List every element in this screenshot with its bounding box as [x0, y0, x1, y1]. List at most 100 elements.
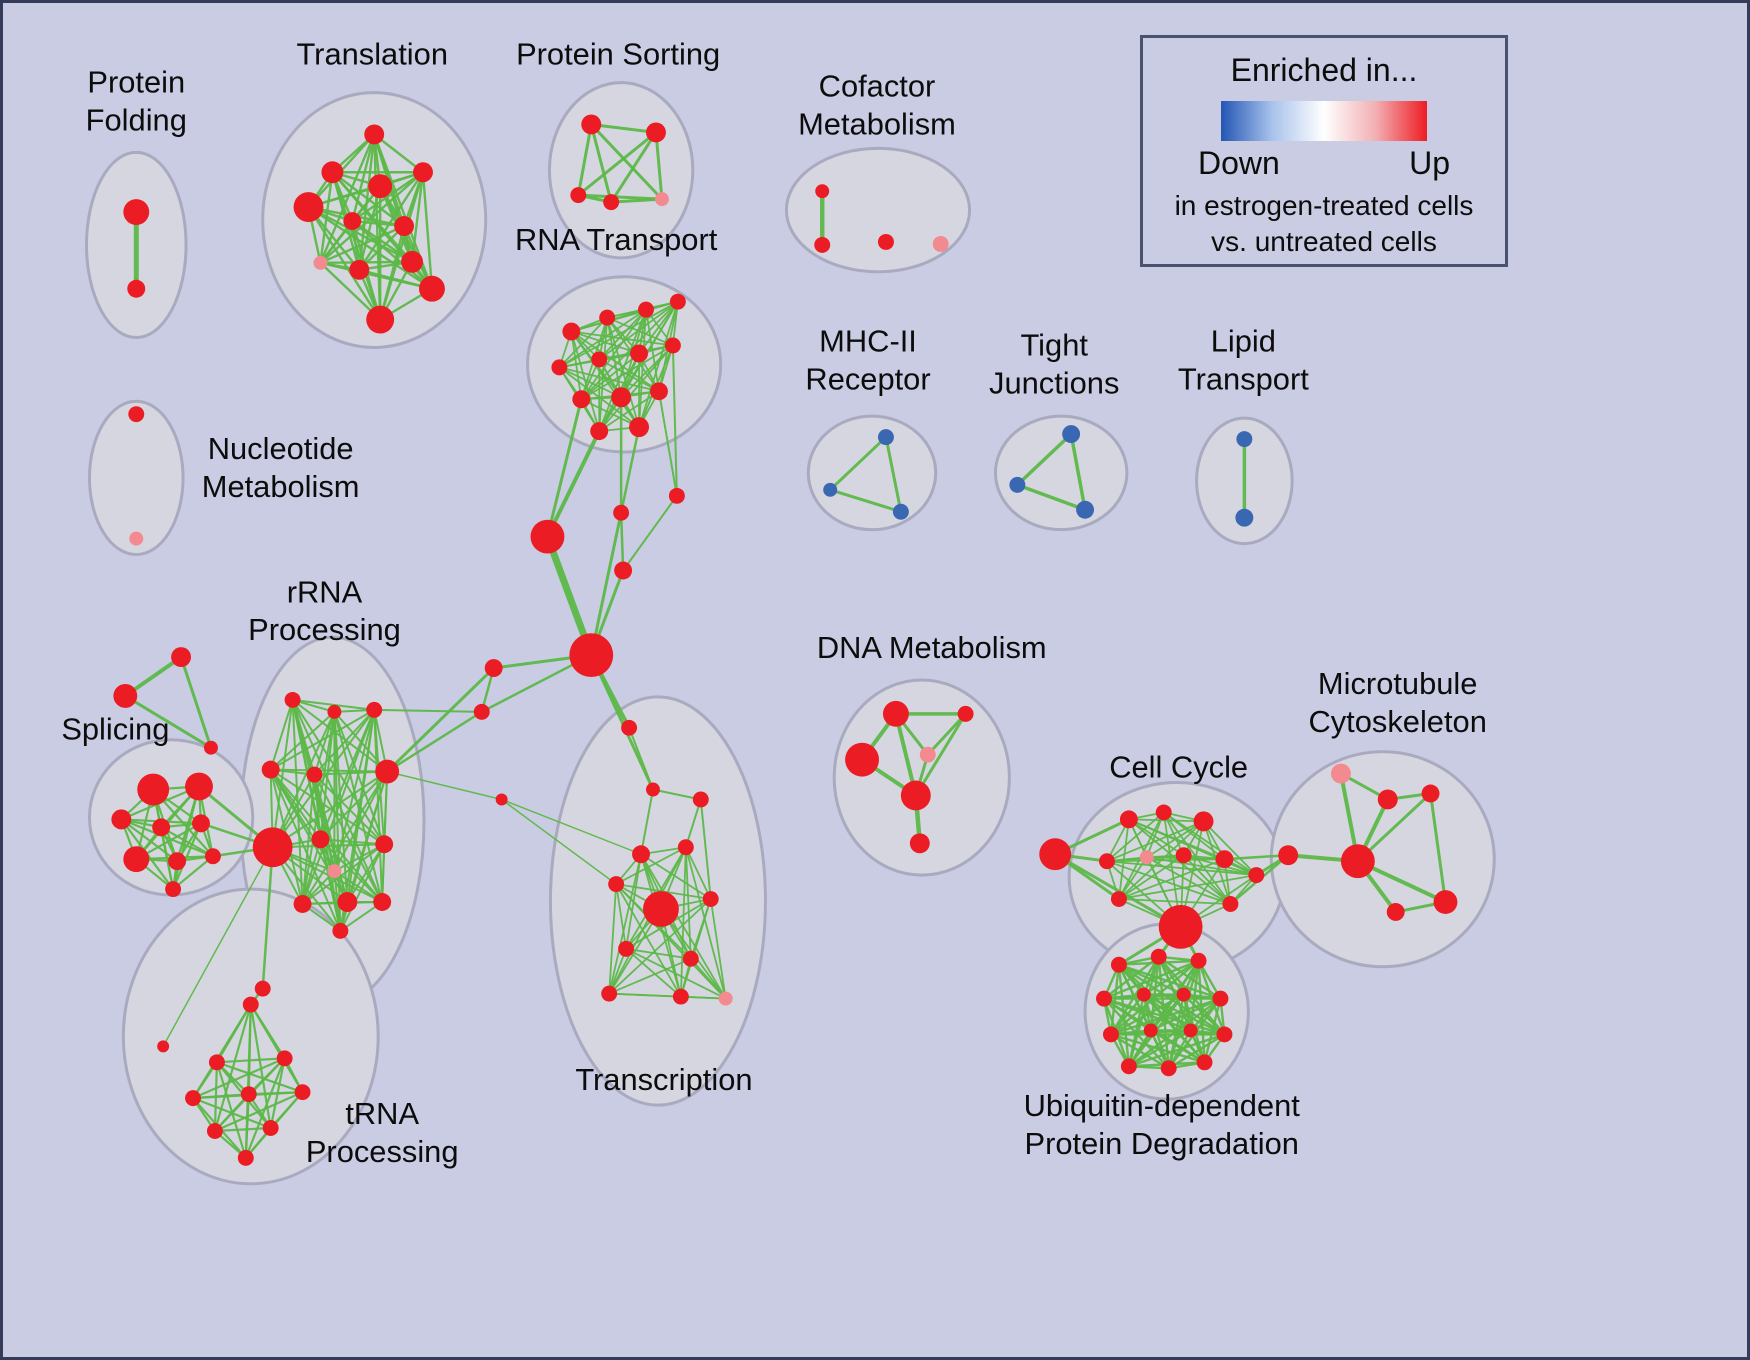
- network-edge: [1127, 818, 1185, 857]
- gene-set-node-rr1: [284, 691, 301, 708]
- gene-set-node-tr8: [206, 1123, 223, 1139]
- network-edge: [828, 488, 903, 514]
- network-edge: [301, 770, 389, 906]
- cluster-label-tight-junctions: Junctions: [989, 365, 1119, 400]
- gene-set-node-pf1: [123, 199, 150, 226]
- gene-set-node-u9: [1143, 1023, 1158, 1038]
- network-edge: [884, 435, 903, 514]
- gene-set-node-rt7: [630, 344, 649, 363]
- gene-set-node-tc11: [601, 985, 618, 1002]
- network-edge: [638, 300, 679, 355]
- gene-set-node-cm3: [877, 233, 894, 250]
- gene-set-node-rt4: [669, 293, 686, 310]
- network-edge: [269, 708, 376, 771]
- gene-set-node-t4: [368, 174, 393, 199]
- cluster-label-trna-processing: tRNA: [345, 1096, 419, 1131]
- gene-set-node-t6: [343, 212, 362, 230]
- network-edge: [319, 838, 342, 932]
- gene-set-node-mh2: [823, 482, 838, 497]
- gene-set-node-pf2: [127, 279, 146, 298]
- gene-set-node-t9: [349, 259, 370, 280]
- network-edge: [301, 773, 316, 906]
- cluster-label-ubiquitin-degradation: Protein Degradation: [1024, 1126, 1298, 1161]
- network-edge: [313, 773, 342, 932]
- cluster-label-protein-folding: Folding: [86, 102, 187, 137]
- network-edge: [358, 171, 425, 272]
- gene-set-node-dm5: [900, 780, 931, 811]
- network-edge: [319, 770, 389, 841]
- network-edge: [307, 205, 434, 290]
- legend-title: Enriched in...: [1230, 52, 1418, 88]
- network-edge: [385, 710, 483, 773]
- network-edge: [608, 957, 692, 995]
- legend-down-label: Down: [1198, 145, 1280, 181]
- gene-set-node-tr4: [276, 1050, 293, 1067]
- network-edge: [213, 1126, 272, 1133]
- network-edge: [628, 726, 654, 791]
- gene-set-node-mc6: [1386, 903, 1405, 921]
- network-edge: [598, 344, 674, 432]
- network-edge: [500, 798, 617, 885]
- gene-set-node-rr7: [252, 827, 293, 868]
- gene-set-node-c1: [530, 519, 565, 554]
- gene-set-node-u14: [1196, 1054, 1213, 1071]
- network-edge: [301, 838, 322, 906]
- network-edge: [269, 710, 336, 771]
- network-edge: [545, 429, 602, 539]
- network-edge: [313, 773, 384, 904]
- network-edge: [215, 1061, 247, 1159]
- gene-set-node-tr10: [237, 1149, 254, 1166]
- gene-set-node-rt1: [562, 322, 581, 341]
- gene-set-node-u10: [1183, 1023, 1198, 1038]
- network-edge: [570, 330, 583, 401]
- network-edge: [1149, 1029, 1206, 1064]
- network-edge: [244, 1093, 250, 1159]
- gene-set-node-sp5: [192, 814, 210, 833]
- gene-set-node-cc8: [1215, 850, 1234, 869]
- network-edge: [580, 344, 674, 401]
- cluster-ellipse-tight-junctions: [993, 414, 1129, 532]
- gene-set-node-tc5: [677, 839, 694, 856]
- gene-set-node-cc5: [1099, 853, 1115, 870]
- network-edge: [1109, 993, 1185, 1036]
- network-edge: [699, 798, 712, 901]
- gene-set-node-tc10: [682, 950, 699, 967]
- network-edge: [914, 712, 968, 797]
- gene-set-node-rr5: [306, 766, 323, 783]
- gene-set-node-u11: [1216, 1026, 1233, 1043]
- network-edge: [608, 898, 712, 995]
- gene-set-node-sp1: [137, 773, 170, 806]
- gene-set-node-sp7: [168, 852, 187, 871]
- gene-set-node-c6: [484, 659, 503, 678]
- gene-set-node-rt2: [599, 309, 616, 326]
- network-edge: [1053, 852, 1183, 929]
- gene-set-node-tr5: [185, 1090, 201, 1107]
- gene-set-node-tc1: [621, 719, 638, 736]
- gene-set-node-rt5: [551, 359, 568, 376]
- network-edge: [615, 883, 727, 1000]
- network-edge: [373, 708, 483, 713]
- cluster-label-trna-processing: Processing: [306, 1134, 459, 1169]
- cluster-label-mhc-ii-receptor: Receptor: [805, 361, 930, 396]
- network-edge: [638, 300, 679, 429]
- gene-set-node-rr15: [254, 980, 271, 997]
- network-edge: [1109, 1033, 1170, 1070]
- gene-set-node-cc12: [1222, 896, 1239, 912]
- gene-set-node-cm2: [814, 236, 831, 253]
- network-edge: [313, 708, 376, 776]
- gene-set-node-mh3: [892, 503, 909, 520]
- network-edge: [576, 122, 593, 197]
- network-edge: [269, 768, 386, 846]
- gene-set-node-mc1: [1330, 763, 1351, 784]
- network-edge: [160, 826, 215, 858]
- network-edge: [625, 947, 682, 998]
- network-edge: [638, 308, 647, 429]
- gene-set-node-dm2: [957, 705, 974, 722]
- gene-set-node-rr9: [327, 864, 342, 879]
- gene-set-node-tc9: [618, 940, 635, 957]
- network-edge: [1149, 997, 1222, 1032]
- network-edge: [215, 1061, 304, 1094]
- gene-set-node-mh1: [877, 429, 894, 446]
- network-edge: [179, 655, 213, 750]
